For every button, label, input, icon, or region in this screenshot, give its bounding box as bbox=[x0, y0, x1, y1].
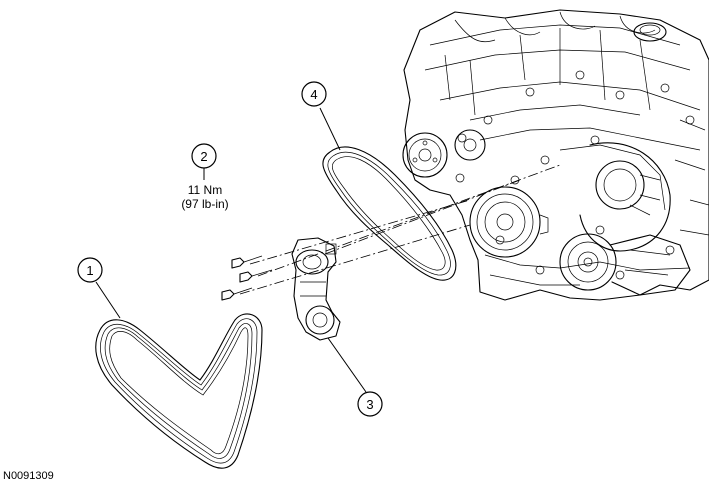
leader-lines bbox=[95, 107, 367, 393]
bolts bbox=[221, 255, 273, 301]
callout-4-number: 4 bbox=[310, 87, 317, 102]
torque-spec-lbin: (97 lb-in) bbox=[181, 197, 229, 211]
callout-1-number: 1 bbox=[86, 263, 93, 278]
engine-assembly bbox=[402, 9, 709, 301]
callout-3-number: 3 bbox=[366, 397, 373, 412]
callout-2-number: 2 bbox=[200, 149, 207, 164]
torque-spec: 11 Nm (97 lb-in) bbox=[160, 183, 250, 211]
belt-small bbox=[322, 146, 457, 281]
torque-spec-nm: 11 Nm bbox=[187, 183, 223, 197]
callout-1: 1 bbox=[77, 257, 103, 283]
callout-4: 4 bbox=[301, 81, 327, 107]
tensioner bbox=[291, 237, 341, 341]
belt-large bbox=[95, 313, 263, 469]
callout-2: 2 bbox=[191, 143, 217, 169]
alignment-lines bbox=[239, 164, 561, 295]
figure-id: N0091309 bbox=[3, 470, 54, 482]
callout-3: 3 bbox=[357, 391, 383, 417]
